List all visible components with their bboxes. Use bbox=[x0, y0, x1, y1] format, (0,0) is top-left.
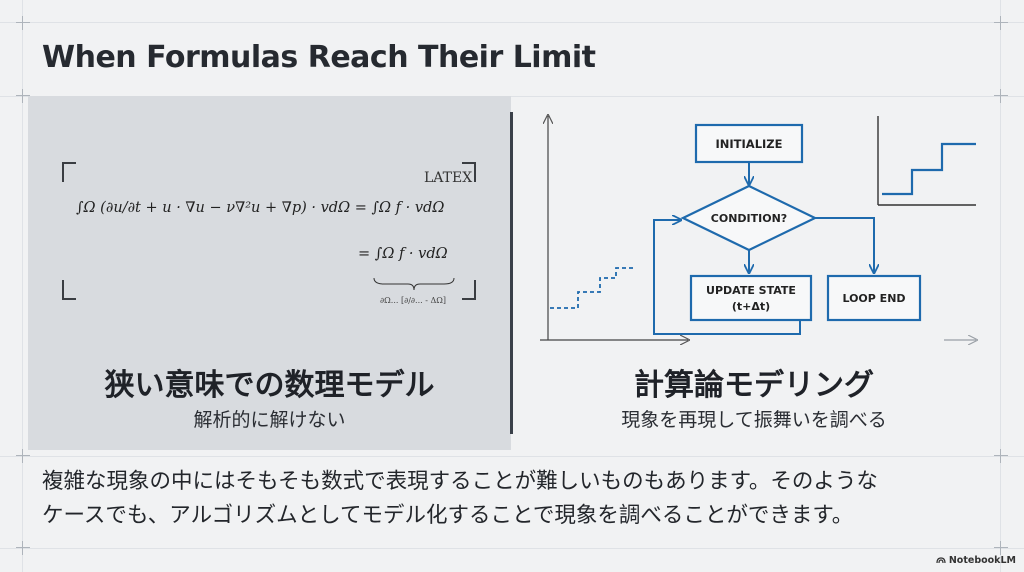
body-line-2: ケースでも、アルゴリズムとしてモデル化することで現象を調べることができます。 bbox=[42, 503, 854, 528]
bracket-bottom-left bbox=[62, 280, 76, 300]
frame-line-right bbox=[1000, 0, 1001, 572]
left-subheading: 解析的に解けない bbox=[193, 409, 346, 431]
brand-label: NotebookLM bbox=[948, 555, 1016, 566]
frame-line-left bbox=[22, 0, 23, 572]
formula-line-1: ∫Ω (∂u/∂t + u · ∇u − ν∇²u + ∇p) · vdΩ = … bbox=[76, 200, 445, 216]
frame-line-low bbox=[0, 456, 1024, 457]
corner-cross-mr bbox=[994, 89, 1008, 103]
panel-divider bbox=[510, 112, 513, 434]
condition-to-end-arrow bbox=[815, 217, 874, 272]
initialize-label: INITIALIZE bbox=[715, 137, 782, 151]
flowchart-diagram: INITIALIZE CONDITION? UPDATE STATE (t+Δt… bbox=[540, 100, 1000, 360]
corner-cross-bl bbox=[16, 541, 30, 555]
corner-cross-tl bbox=[16, 16, 30, 30]
left-step-plot bbox=[540, 116, 688, 340]
underbrace bbox=[373, 277, 455, 291]
loop-end-label: LOOP END bbox=[842, 292, 905, 305]
update-state-label: UPDATE STATE bbox=[706, 284, 796, 297]
condition-label: CONDITION? bbox=[711, 212, 787, 225]
corner-cross-lr bbox=[994, 449, 1008, 463]
loop-back-arrow bbox=[653, 220, 801, 335]
formula-footnote: ∂Ω... [∂/∂... - ΔΩ] bbox=[380, 296, 446, 305]
left-heading: 狭い意味での数理モデル bbox=[104, 368, 435, 403]
latex-label: LATEX bbox=[424, 170, 473, 186]
body-paragraph: 複雑な現象の中にはそもそも数式で表現することが難しいものもあります。そのような … bbox=[42, 465, 992, 533]
corner-cross-ll bbox=[16, 449, 30, 463]
loop-end-node bbox=[826, 274, 922, 322]
update-state-sublabel: (t+Δt) bbox=[732, 300, 770, 313]
bracket-bottom-right bbox=[462, 280, 476, 300]
formula-line-2: = ∫Ω f · vdΩ bbox=[358, 246, 448, 262]
bracket-top-right bbox=[462, 162, 476, 182]
body-line-1: 複雑な現象の中にはそもそも数式で表現することが難しいものもあります。そのような bbox=[42, 469, 878, 494]
frame-line-top bbox=[0, 22, 1024, 23]
left-panel bbox=[28, 96, 511, 450]
frame-line-mid bbox=[0, 96, 1024, 97]
right-subheading: 現象を再現して振舞いを調べる bbox=[621, 409, 887, 431]
notebook-icon bbox=[935, 557, 946, 564]
corner-cross-tr bbox=[994, 16, 1008, 30]
right-step-plot bbox=[877, 116, 976, 206]
frame-line-bottom bbox=[0, 548, 1024, 549]
corner-cross-ml bbox=[16, 89, 30, 103]
right-heading: 計算論モデリング bbox=[634, 368, 874, 403]
corner-cross-br bbox=[994, 541, 1008, 555]
update-state-node bbox=[689, 274, 813, 322]
bracket-top-left bbox=[62, 162, 76, 182]
slide-title: When Formulas Reach Their Limit bbox=[42, 40, 596, 75]
brand-badge: NotebookLM bbox=[935, 555, 1016, 566]
